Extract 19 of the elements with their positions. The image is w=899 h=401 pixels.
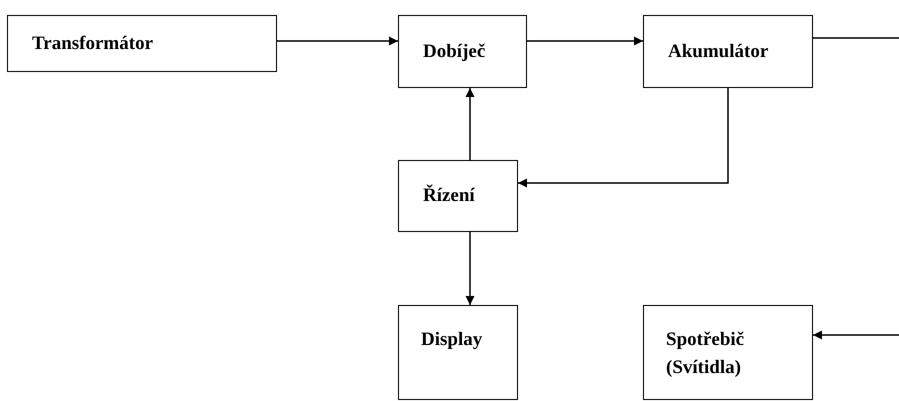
block-label: Řízení bbox=[423, 184, 475, 208]
block-box bbox=[398, 160, 518, 232]
arrow bbox=[466, 232, 474, 305]
block-box bbox=[7, 15, 277, 72]
block-box bbox=[398, 15, 527, 88]
arrow bbox=[527, 36, 643, 46]
block-box bbox=[398, 305, 518, 400]
block-label: Akumulátor bbox=[668, 40, 768, 64]
block-label: Dobíječ bbox=[423, 40, 486, 64]
connector-line bbox=[813, 37, 899, 39]
arrow bbox=[813, 330, 899, 340]
block-label: Transformátor bbox=[32, 32, 154, 56]
block-label: Spotřebič (Svítidla) bbox=[666, 328, 746, 380]
arrow bbox=[466, 88, 474, 160]
block-box bbox=[643, 15, 813, 88]
block-box bbox=[643, 305, 813, 400]
arrow bbox=[277, 36, 398, 46]
arrow bbox=[518, 88, 729, 188]
block-label: Display bbox=[421, 328, 482, 352]
